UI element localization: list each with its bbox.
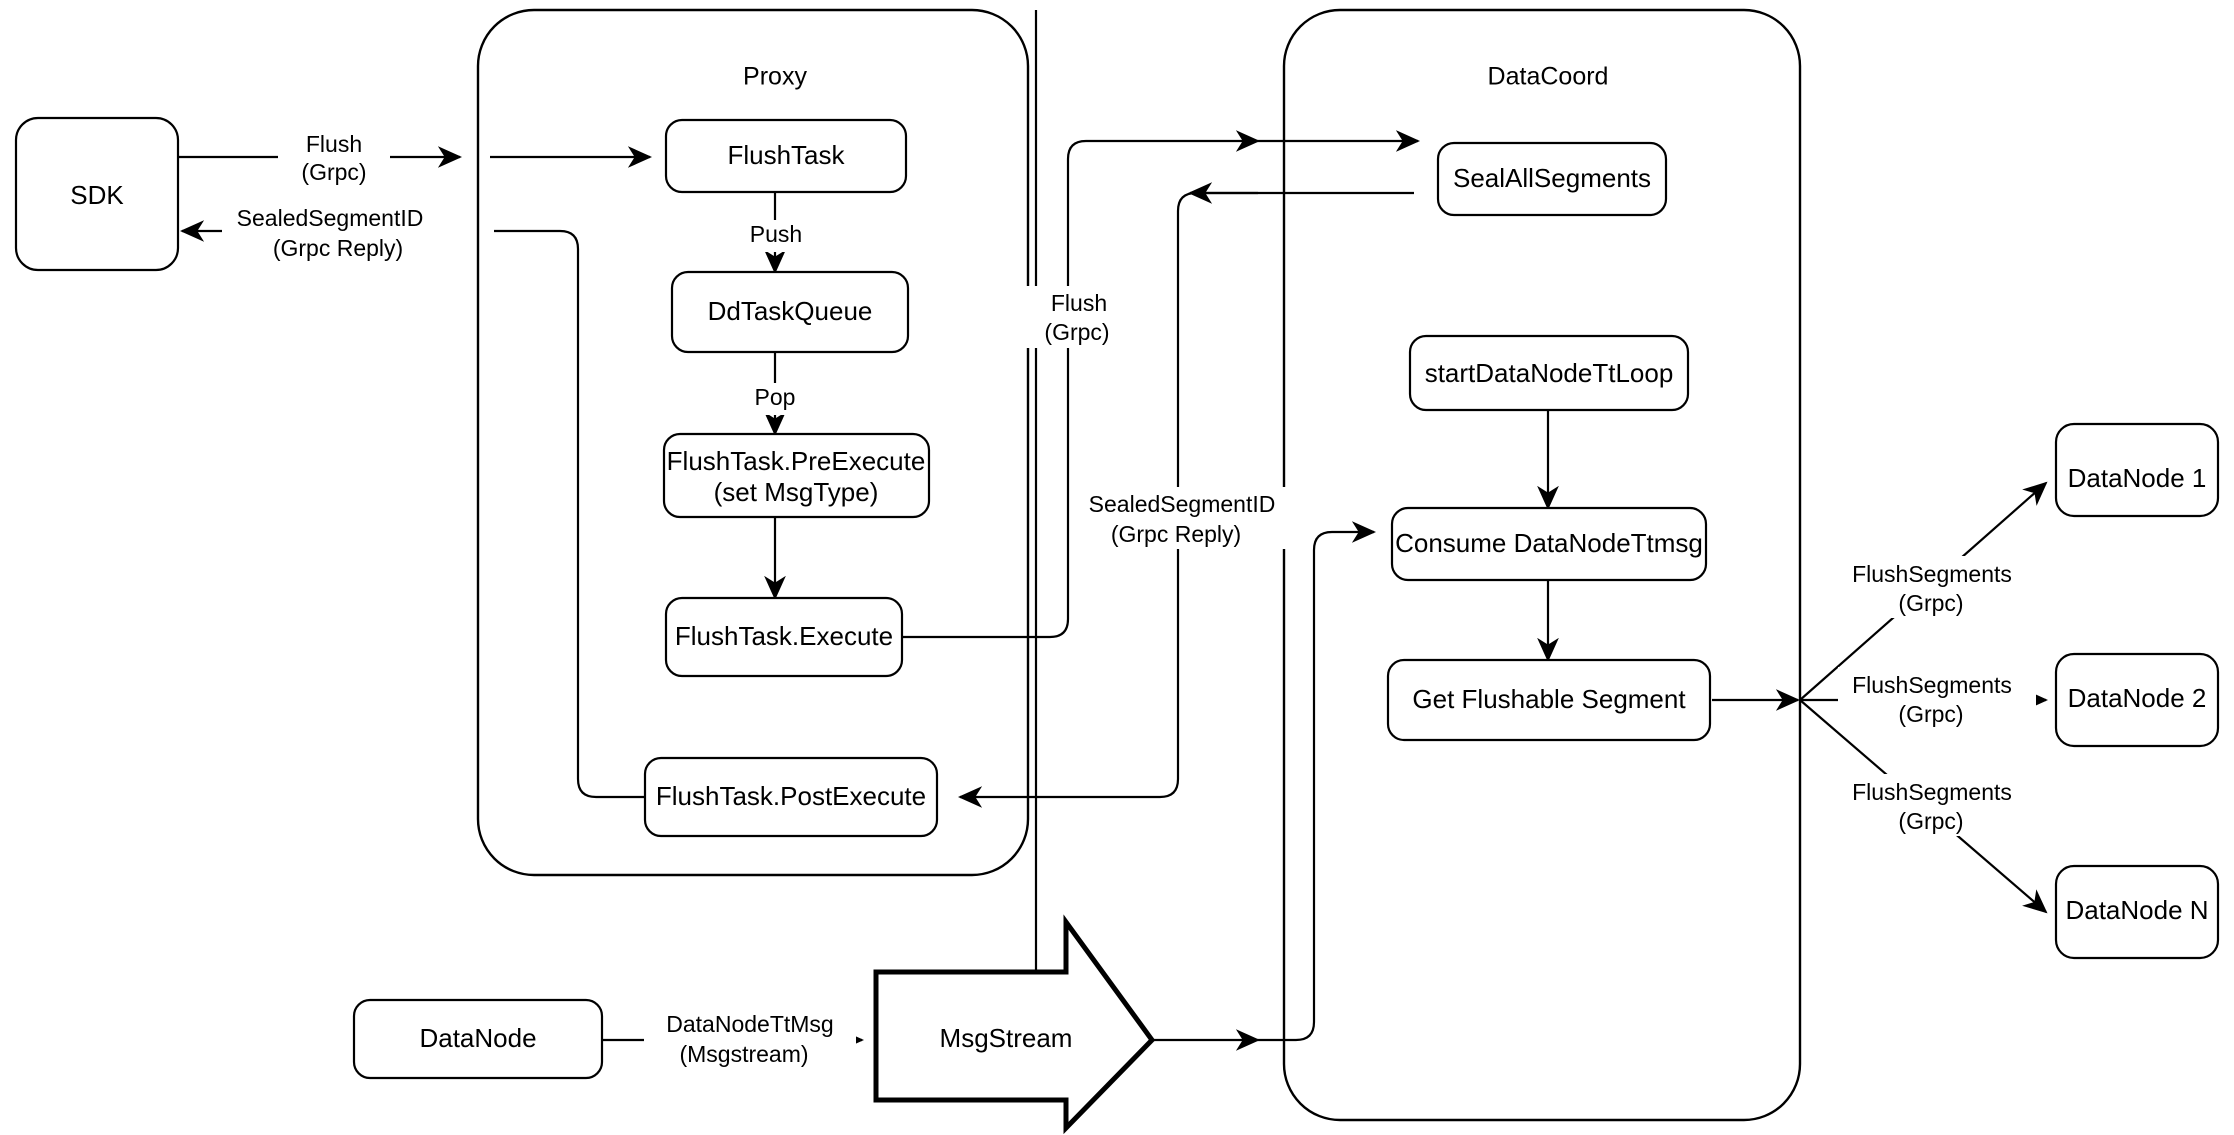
node-flush-task-preexecute[interactable]: FlushTask.PreExecute (set MsgType): [662, 432, 931, 519]
sealallsegments-box[interactable]: [1436, 141, 1668, 217]
label-flushsegments-1-line1: FlushSegments: [1852, 561, 2012, 587]
ddtaskqueue-box[interactable]: [670, 270, 910, 354]
label-pop: Pop: [755, 384, 796, 410]
node-flush-task-execute[interactable]: FlushTask.Execute: [664, 596, 904, 678]
edge-datacoord-inbound-to-consume: [1258, 521, 1377, 1042]
execute-box[interactable]: [664, 596, 904, 678]
label-datanode-tt-msg: DataNodeTtMsg (Msgstream): [644, 1008, 856, 1070]
label-flush-grpc-line1: Flush: [306, 131, 362, 157]
label-sdk-to-proxy: Flush (Grpc): [278, 128, 390, 188]
label-coord-to-proxy: SealedSegmentID (Grpc Reply): [1086, 487, 1286, 549]
postexecute-box[interactable]: [643, 756, 939, 838]
label-flush-coord-line2: (Grpc): [1044, 319, 1109, 345]
datanode-1-label: DataNode 1: [2068, 463, 2207, 493]
label-flushsegments-2-line1: FlushSegments: [1852, 672, 2012, 698]
edge-postexecute-to-sdk-rail: [494, 229, 645, 799]
flushtask-box[interactable]: [664, 118, 908, 194]
label-flushsegments-n-line1: FlushSegments: [1852, 779, 2012, 805]
label-sealedsegmentid-line1: SealedSegmentID: [237, 205, 424, 231]
label-flush-segments-n: FlushSegments (Grpc): [1838, 774, 2036, 836]
node-flush-task-postexecute[interactable]: FlushTask.PostExecute: [643, 756, 939, 838]
node-datanode-bottom[interactable]: DataNode: [352, 998, 604, 1080]
label-flush-grpc-line2: (Grpc): [301, 159, 366, 185]
preexecute-box[interactable]: [662, 432, 931, 519]
label-datanodettmsg-line2: (Msgstream): [679, 1041, 808, 1067]
node-start-datanode-tt-loop[interactable]: startDataNodeTtLoop: [1408, 334, 1690, 412]
node-sdk[interactable]: SDK: [14, 116, 180, 272]
label-flushsegments-1-line2: (Grpc): [1898, 590, 1963, 616]
sdk-box[interactable]: [14, 116, 180, 272]
label-flush-segments-1: FlushSegments (Grpc): [1838, 556, 2036, 618]
datanode-n-box[interactable]: [2054, 864, 2220, 960]
getflushablesegment-box[interactable]: [1386, 658, 1712, 742]
flushtask-label: FlushTask: [727, 140, 845, 170]
sdk-label: SDK: [70, 180, 124, 210]
datanode-n-label: DataNode N: [2065, 895, 2208, 925]
startdatanodettloop-box[interactable]: [1408, 334, 1690, 412]
node-flush-task[interactable]: FlushTask: [664, 118, 908, 194]
label-push: Push: [750, 221, 802, 247]
label-proxy-to-coord: Flush (Grpc): [1022, 286, 1128, 348]
node-datanode-n[interactable]: DataNode N: [2054, 864, 2220, 960]
node-datanode-2[interactable]: DataNode 2: [2054, 652, 2220, 748]
node-datanode-1[interactable]: DataNode 1: [2054, 422, 2220, 518]
sealallsegments-label: SealAllSegments: [1453, 163, 1651, 193]
label-push: Push: [740, 220, 812, 252]
datacoord-container-label: DataCoord: [1488, 63, 1609, 91]
datanode-1-box[interactable]: [2054, 422, 2220, 518]
preexecute-label-line1: FlushTask.PreExecute: [667, 446, 926, 476]
consumedatanodettmsg-label: Consume DataNodeTtmsg: [1395, 528, 1703, 558]
label-flushsegments-n-line2: (Grpc): [1898, 808, 1963, 834]
datanode-bottom-box[interactable]: [352, 998, 604, 1080]
label-sealedsegmentid-coord-line2: (Grpc Reply): [1111, 521, 1241, 547]
label-pop: Pop: [744, 383, 806, 415]
proxy-container-label: Proxy: [743, 63, 807, 91]
label-flush-coord-line1: Flush: [1051, 290, 1107, 316]
getflushablesegment-label: Get Flushable Segment: [1412, 684, 1686, 714]
node-consume-datanode-ttmsg[interactable]: Consume DataNodeTtmsg: [1390, 506, 1708, 582]
node-get-flushable-segment[interactable]: Get Flushable Segment: [1386, 658, 1712, 742]
label-flushsegments-2-line2: (Grpc): [1898, 701, 1963, 727]
label-proxy-to-sdk: SealedSegmentID (Grpc Reply): [222, 202, 472, 262]
consumedatanodettmsg-box[interactable]: [1390, 506, 1708, 582]
label-sealedsegmentid-coord-line1: SealedSegmentID: [1089, 491, 1276, 517]
datanode-2-label: DataNode 2: [2068, 683, 2207, 713]
preexecute-label-line2: (set MsgType): [714, 477, 879, 507]
datanode-bottom-label: DataNode: [419, 1023, 536, 1053]
datanode-2-box[interactable]: [2054, 652, 2220, 748]
label-datanodettmsg-line1: DataNodeTtMsg: [666, 1011, 833, 1037]
postexecute-label: FlushTask.PostExecute: [656, 781, 926, 811]
node-dd-task-queue[interactable]: DdTaskQueue: [670, 270, 910, 354]
execute-label: FlushTask.Execute: [675, 621, 893, 651]
label-flush-segments-2: FlushSegments (Grpc): [1838, 667, 2036, 729]
edge-execute-to-datacoord: [900, 130, 1261, 639]
node-msgstream[interactable]: MsgStream: [873, 914, 1156, 1135]
node-seal-all-segments[interactable]: SealAllSegments: [1436, 141, 1668, 217]
startdatanodettloop-label: startDataNodeTtLoop: [1425, 358, 1674, 388]
label-sealedsegmentid-line2: (Grpc Reply): [273, 235, 403, 261]
ddtaskqueue-label: DdTaskQueue: [708, 296, 873, 326]
msgstream-label: MsgStream: [940, 1023, 1073, 1053]
msgstream-block-arrow[interactable]: [873, 914, 1156, 1135]
